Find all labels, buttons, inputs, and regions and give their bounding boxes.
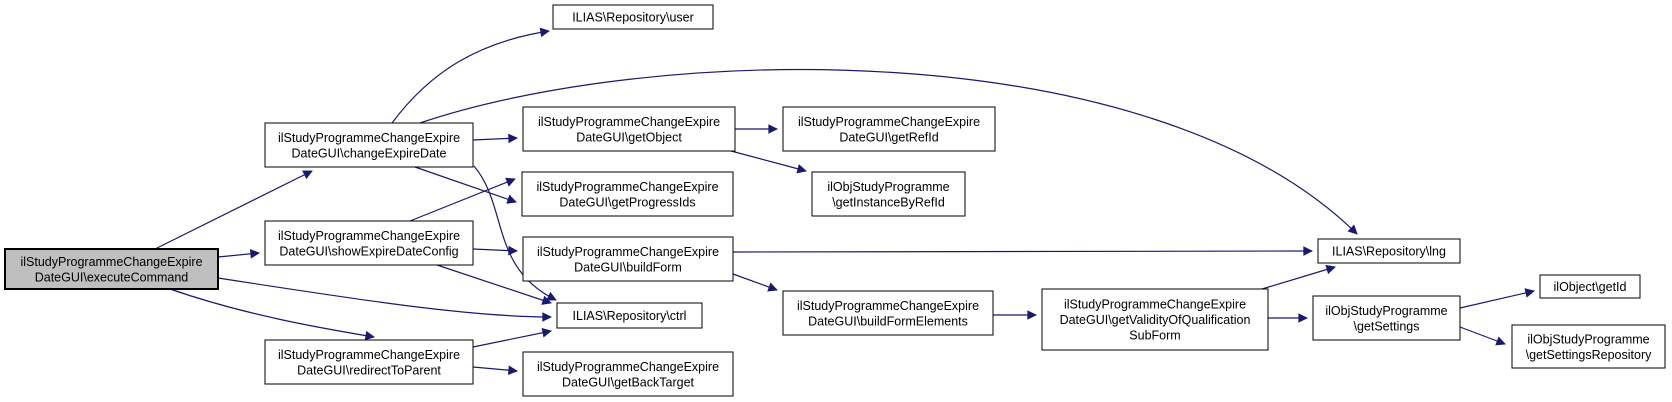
graph-node-getValidityOfQualificationSubForm[interactable]: ilStudyProgrammeChangeExpireDateGUI\getV… (1041, 288, 1269, 351)
graph-node-buildForm[interactable]: ilStudyProgrammeChangeExpireDateGUI\buil… (522, 236, 734, 282)
graph-node-label-redirectToParent-line1: ilStudyProgrammeChangeExpire (278, 348, 460, 362)
graph-node-label-getSettingsRepository-line1: ilObjStudyProgramme (1527, 332, 1649, 346)
graph-node-box-buildFormElements[interactable] (782, 290, 994, 336)
call-edge-showExpireDateConfig-to-getProgressIds (409, 177, 516, 222)
graph-node-label-changeExpireDate-line2: DateGUI\changeExpireDate (292, 146, 447, 160)
graph-node-getId[interactable]: ilObject\getId (1539, 274, 1641, 299)
graph-node-box-getInstanceByRefId[interactable] (811, 171, 966, 217)
graph-node-label-getProgressIds-line1: ilStudyProgrammeChangeExpire (536, 180, 718, 194)
graph-node-box-getProgressIds[interactable] (521, 171, 734, 217)
graph-node-box-getObject[interactable] (522, 106, 736, 152)
graph-node-getInstanceByRefId[interactable]: ilObjStudyProgramme\getInstanceByRefId (811, 171, 966, 217)
graph-node-getSettings[interactable]: ilObjStudyProgramme\getSettings (1312, 295, 1461, 341)
graph-node-label-lng-line1: ILIAS\Repository\lng (1332, 245, 1446, 259)
call-edge-buildForm-to-lng (732, 246, 1313, 256)
graph-node-label-changeExpireDate-line1: ilStudyProgrammeChangeExpire (278, 131, 460, 145)
graph-node-buildFormElements[interactable]: ilStudyProgrammeChangeExpireDateGUI\buil… (782, 290, 994, 336)
call-edge-getObject-to-getInstanceByRefId (730, 150, 807, 174)
graph-node-label-buildForm-line2: DateGUI\buildForm (574, 260, 682, 274)
call-edge-getSettings-to-getId (1459, 288, 1535, 309)
graph-node-box-getBackTarget[interactable] (522, 351, 734, 397)
graph-node-label-getBackTarget-line1: ilStudyProgrammeChangeExpire (537, 360, 719, 374)
call-edge-getSettings-to-getSettingsRepository (1459, 326, 1506, 346)
graph-node-label-getObject-line1: ilStudyProgrammeChangeExpire (538, 115, 720, 129)
graph-node-user[interactable]: ILIAS\Repository\user (552, 4, 714, 30)
graph-node-label-getValidityOfQualificationSubForm-line1: ilStudyProgrammeChangeExpire (1064, 298, 1246, 312)
graph-node-showExpireDateConfig[interactable]: ilStudyProgrammeChangeExpireDateGUI\show… (264, 220, 474, 266)
call-edge-buildForm-to-buildFormElements (732, 273, 778, 292)
graph-node-box-getRefId[interactable] (782, 106, 996, 152)
graph-node-label-getProgressIds-line2: DateGUI\getProgressIds (559, 195, 695, 209)
call-edge-getValidityOfQualificationSubForm-to-lng (1261, 264, 1336, 290)
graph-node-getBackTarget[interactable]: ilStudyProgrammeChangeExpireDateGUI\getB… (522, 351, 734, 397)
call-edge-changeExpireDate-to-ctrl (473, 165, 557, 301)
graph-node-box-buildForm[interactable] (522, 236, 734, 282)
graph-node-label-getRefId-line2: DateGUI\getRefId (839, 130, 938, 144)
graph-node-label-buildFormElements-line2: DateGUI\buildFormElements (808, 314, 968, 328)
graph-node-box-changeExpireDate[interactable] (264, 122, 474, 168)
graph-node-ctrl[interactable]: ILIAS\Repository\ctrl (556, 302, 703, 329)
call-edge-showExpireDateConfig-to-ctrl (436, 264, 552, 305)
graph-node-label-getSettings-line2: \getSettings (1353, 319, 1419, 333)
graph-node-label-getObject-line2: DateGUI\getObject (576, 130, 682, 144)
graph-node-getSettingsRepository[interactable]: ilObjStudyProgramme \getSettingsRepositor… (1511, 324, 1666, 369)
graph-node-label-showExpireDateConfig-line2: DateGUI\showExpireDateConfig (279, 244, 458, 258)
graph-node-box-ctrl[interactable] (556, 302, 703, 329)
graph-node-label-buildForm-line1: ilStudyProgrammeChangeExpire (537, 245, 719, 259)
graph-node-label-getValidityOfQualificationSubForm-line3: SubForm (1129, 329, 1180, 343)
graph-node-box-showExpireDateConfig[interactable] (264, 220, 474, 266)
call-edge-executeCommand-to-changeExpireDate (154, 170, 313, 250)
graph-node-label-buildFormElements-line1: ilStudyProgrammeChangeExpire (797, 299, 979, 313)
graph-node-label-redirectToParent-line2: DateGUI\redirectToParent (297, 363, 441, 377)
graph-node-label-getRefId-line1: ilStudyProgrammeChangeExpire (798, 115, 980, 129)
call-edge-executeCommand-to-ctrl (217, 277, 552, 322)
graph-node-lng[interactable]: ILIAS\Repository\lng (1317, 238, 1461, 264)
graph-node-label-getValidityOfQualificationSubForm-line2: DateGUI\getValidityOfQualification (1060, 313, 1251, 327)
graph-node-changeExpireDate[interactable]: ilStudyProgrammeChangeExpireDateGUI\chan… (264, 122, 474, 168)
graph-node-label-getBackTarget-line2: DateGUI\getBackTarget (562, 375, 695, 389)
graph-node-box-getSettingsRepository[interactable] (1511, 324, 1666, 369)
graph-node-label-getSettings-line1: ilObjStudyProgramme (1325, 304, 1447, 318)
call-edge-changeExpireDate-to-getObject (472, 133, 518, 144)
graph-node-getObject[interactable]: ilStudyProgrammeChangeExpireDateGUI\getO… (522, 106, 736, 152)
graph-node-label-executeCommand-line1: ilStudyProgrammeChangeExpire (20, 255, 202, 269)
call-edge-executeCommand-to-redirectToParent (169, 288, 375, 341)
graph-node-label-executeCommand-line2: DateGUI\executeCommand (35, 270, 189, 284)
graph-node-label-getSettingsRepository-line2: \getSettingsRepository (1526, 348, 1653, 362)
call-edge-changeExpireDate-to-lng (419, 69, 1358, 235)
call-edge-changeExpireDate-to-user (391, 27, 550, 124)
graph-node-getRefId[interactable]: ilStudyProgrammeChangeExpireDateGUI\getR… (782, 106, 996, 152)
graph-node-redirectToParent[interactable]: ilStudyProgrammeChangeExpireDateGUI\redi… (264, 339, 474, 385)
graph-node-executeCommand[interactable]: ilStudyProgrammeChangeExpireDateGUI\exec… (4, 248, 219, 290)
graph-node-box-getSettings[interactable] (1312, 295, 1461, 341)
call-edge-redirectToParent-to-getBackTarget (472, 365, 518, 375)
call-edge-changeExpireDate-to-getProgressIds (414, 166, 517, 204)
graph-node-label-ctrl-line1: ILIAS\Repository\ctrl (573, 309, 687, 323)
graph-node-box-getId[interactable] (1539, 274, 1641, 299)
graph-node-box-getValidityOfQualificationSubForm[interactable] (1041, 288, 1269, 351)
graph-node-label-getInstanceByRefId-line1: ilObjStudyProgramme (827, 180, 949, 194)
graph-node-label-user-line1: ILIAS\Repository\user (572, 11, 694, 25)
graph-node-label-getInstanceByRefId-line2: \getInstanceByRefId (832, 195, 945, 209)
graph-node-box-user[interactable] (552, 4, 714, 30)
graph-node-box-redirectToParent[interactable] (264, 339, 474, 385)
graph-node-getProgressIds[interactable]: ilStudyProgrammeChangeExpireDateGUI\getP… (521, 171, 734, 217)
graph-node-box-executeCommand[interactable] (4, 248, 219, 290)
call-edge-showExpireDateConfig-to-buildForm (472, 245, 518, 256)
call-edge-redirectToParent-to-ctrl (472, 328, 552, 348)
graph-node-box-lng[interactable] (1317, 238, 1461, 264)
graph-node-label-showExpireDateConfig-line1: ilStudyProgrammeChangeExpire (278, 229, 460, 243)
graph-node-label-getId-line1: ilObject\getId (1554, 280, 1627, 294)
call-edge-executeCommand-to-showExpireDateConfig (217, 249, 260, 259)
